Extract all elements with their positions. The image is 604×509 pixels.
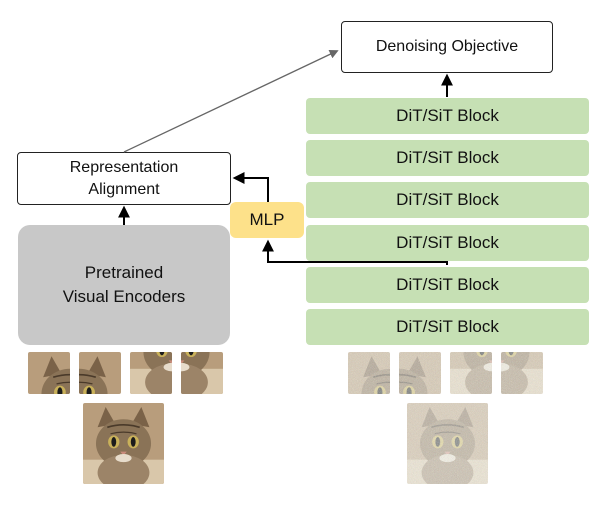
encoder-line-1: Pretrained: [84, 263, 164, 282]
cat-photo-icon: [79, 352, 121, 394]
dit-block-label: DiT/SiT Block: [396, 233, 499, 252]
dit-block-label: DiT/SiT Block: [396, 190, 499, 209]
dit-feature-to-mlp-arrow: [262, 239, 448, 265]
cat-photo-icon: [130, 352, 172, 394]
cat-photo-icon: [28, 352, 70, 394]
mlp-box: MLP: [230, 202, 304, 238]
noisy-cat-photo-icon: [501, 352, 543, 394]
mlp-label: MLP: [249, 210, 285, 229]
dit-block-label: DiT/SiT Block: [396, 275, 499, 294]
noisy-cat-photo-icon: [348, 352, 390, 394]
dit-block-label: DiT/SiT Block: [396, 317, 499, 336]
denoising-objective-box: Denoising Objective: [341, 21, 553, 73]
encoder-line-2: Visual Encoders: [62, 287, 186, 306]
representation-alignment-line-1: Representation: [69, 158, 179, 176]
dit-block-2: DiT/SiT Block: [306, 140, 589, 176]
pretrained-visual-encoders-box: Pretrained Visual Encoders: [18, 225, 230, 345]
dit-block-1: DiT/SiT Block: [306, 98, 589, 134]
dit-block-label: DiT/SiT Block: [396, 106, 499, 125]
dit-block-3: DiT/SiT Block: [306, 182, 589, 218]
representation-alignment-line-2: Alignment: [88, 180, 160, 198]
denoising-objective-label: Denoising Objective: [375, 38, 519, 55]
alignment-to-objective-arrow: [123, 50, 339, 153]
cat-photo-icon: [83, 403, 164, 484]
noisy-cat-photo-icon: [407, 403, 488, 484]
dit-block-label: DiT/SiT Block: [396, 148, 499, 167]
representation-alignment-box: Representation Alignment: [17, 152, 231, 205]
mlp-to-alignment-arrow: [232, 172, 269, 202]
dit-block-5: DiT/SiT Block: [306, 267, 589, 303]
noisy-cat-photo-icon: [450, 352, 492, 394]
cat-photo-icon: [181, 352, 223, 394]
dit-block-6: DiT/SiT Block: [306, 309, 589, 345]
noisy-cat-photo-icon: [399, 352, 441, 394]
dit-block-4: DiT/SiT Block: [306, 225, 589, 261]
